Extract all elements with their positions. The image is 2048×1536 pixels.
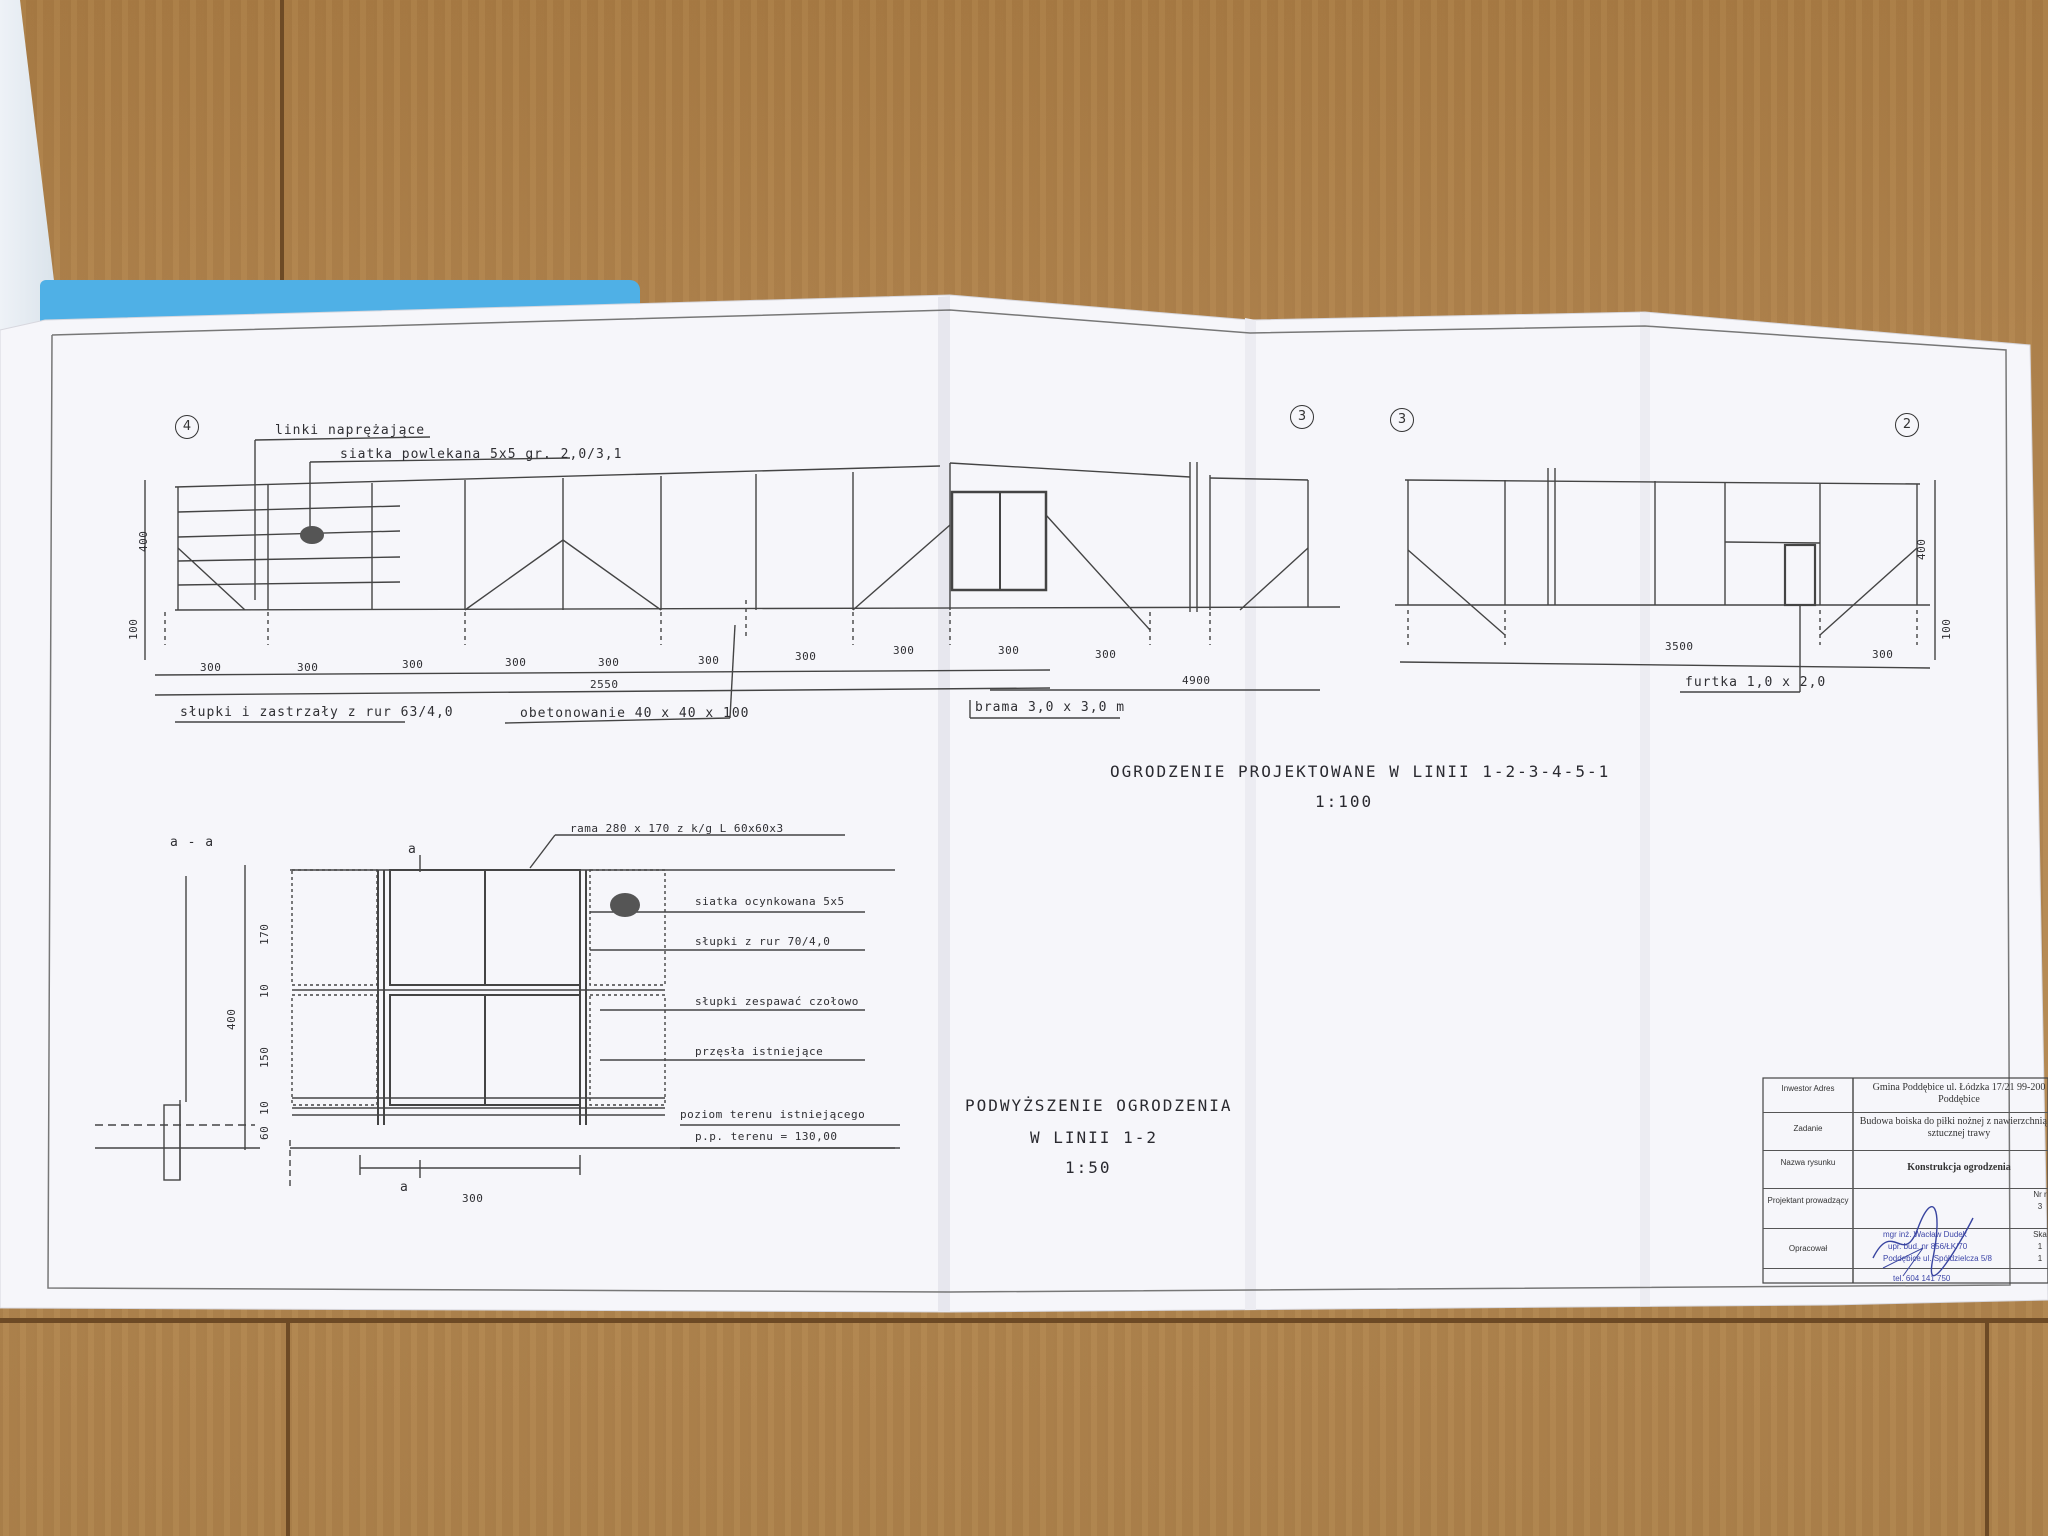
dim-depth-left: 100 [127, 618, 140, 640]
note-coated-mesh: siatka powlekana 5x5 gr. 2,0/3,1 [340, 447, 623, 462]
total-2550: 2550 [590, 678, 619, 691]
note-posts: słupki z rur 70/4,0 [695, 935, 831, 948]
note-ground: poziom terenu istniejącego [680, 1108, 866, 1121]
axis-marker-3b: 3 [1390, 408, 1414, 432]
tb-val-task: Budowa boiska do piłki nożnej z nawierzc… [1859, 1116, 2048, 1139]
table-seam-right [1985, 1320, 1989, 1536]
dim-depth-right: 100 [1940, 618, 1953, 640]
tb-side-scale-val1: 1 [2037, 1242, 2043, 1251]
note-tension-wires: linki naprężające [275, 423, 426, 438]
note-posts-braces: słupki i zastrzały z rur 63/4,0 [180, 705, 454, 720]
dim-60: 60 [258, 1125, 271, 1140]
tb-side-no: Nr r [2033, 1190, 2047, 1199]
axis-marker-4: 4 [175, 415, 199, 439]
tb-side-scale: Ska [2033, 1230, 2047, 1239]
span-6: 300 [698, 654, 720, 667]
span-2: 300 [297, 661, 319, 674]
tb-side-scale-val2: 1 [2037, 1254, 2043, 1263]
axis-marker-2: 2 [1895, 413, 1919, 437]
tb-key-drawing-name: Nazwa rysunku [1780, 1158, 1836, 1167]
span-8: 300 [893, 644, 915, 657]
axis-marker-3a: 3 [1290, 405, 1314, 429]
tb-val-drawing-name: Konstrukcja ogrodzenia [1907, 1162, 2011, 1173]
table-seam-top [280, 0, 284, 300]
note-wicket: furtka 1,0 x 2,0 [1685, 675, 1827, 690]
dim-150: 150 [258, 1046, 271, 1068]
tb-key-designer: Projektant prowadzący [1767, 1196, 1849, 1205]
dim-170: 170 [258, 923, 271, 945]
cut-marker-bottom: a [400, 1180, 409, 1195]
span-5: 300 [598, 656, 620, 669]
title-block: Inwestor Adres Gmina Poddębice ul. Łódzk… [1763, 1078, 2048, 1298]
dim-10b: 10 [258, 1100, 271, 1115]
dim-span-300: 300 [462, 1192, 484, 1205]
tb-val-investor: Gmina Poddębice ul. Łódzka 17/21 99-200 … [1872, 1082, 2046, 1105]
detail-title-line1: PODWYŻSZENIE OGRODZENIA [965, 1096, 1233, 1115]
dim-height-right: 400 [1915, 538, 1928, 560]
stamp-line2: upr. bud. nr 856/ŁK/70 [1888, 1242, 1968, 1251]
tb-row-5 [1763, 1268, 2048, 1269]
tb-key-task: Zadanie [1793, 1124, 1823, 1133]
elevation-title: OGRODZENIE PROJEKTOWANE W LINII 1-2-3-4-… [1110, 762, 1611, 781]
dim-10a: 10 [258, 983, 271, 998]
total-4900: 4900 [1182, 674, 1211, 687]
detail-title-line2: W LINII 1-2 [1030, 1128, 1158, 1147]
tb-row-4 [1763, 1228, 2048, 1229]
table-seam-bottom [0, 1318, 2048, 1323]
signature-scribble [1872, 1206, 1974, 1277]
elevation-scale: 1:100 [1315, 792, 1374, 811]
note-level: p.p. terenu = 130,00 [695, 1130, 838, 1143]
tb-row-2 [1763, 1150, 2048, 1151]
tb-key-investor: Inwestor Adres [1781, 1084, 1835, 1093]
tb-key-prepared: Opracował [1788, 1244, 1828, 1253]
section-label: a - a [170, 835, 215, 850]
span-right: 300 [1872, 648, 1894, 661]
total-3500: 3500 [1665, 640, 1694, 653]
span-3: 300 [402, 658, 424, 671]
span-1: 300 [200, 661, 222, 674]
dim-total-400: 400 [225, 1008, 238, 1030]
note-concrete: obetonowanie 40 x 40 x 100 [520, 706, 750, 721]
span-7: 300 [795, 650, 817, 663]
tb-row-3 [1763, 1188, 2048, 1189]
note-galv-mesh: siatka ocynkowana 5x5 [695, 895, 845, 908]
note-existing: przęsła istniejące [695, 1045, 824, 1058]
span-9: 300 [998, 644, 1020, 657]
table-seam-vertical [286, 1320, 290, 1536]
stamp-line3: Poddębice ul. Spółdzielcza 5/8 [1883, 1254, 1992, 1263]
tb-side-no-val: 3 [2037, 1202, 2043, 1211]
stamp-line4: tel. 604 141 750 [1893, 1274, 1951, 1283]
span-10: 300 [1095, 648, 1117, 661]
blue-folder [40, 280, 640, 340]
detail-scale: 1:50 [1065, 1158, 1112, 1177]
note-weld: słupki zespawać czołowo [695, 995, 859, 1008]
tb-row-1 [1763, 1112, 2048, 1113]
span-4: 300 [505, 656, 527, 669]
note-frame: rama 280 x 170 z k/g L 60x60x3 [570, 822, 784, 835]
note-gate: brama 3,0 x 3,0 m [975, 700, 1126, 715]
stamp-line1: mgr inż. Wacław Dudek [1883, 1230, 1967, 1239]
cut-marker-top: a [408, 842, 417, 857]
dim-height-left: 400 [137, 530, 150, 552]
